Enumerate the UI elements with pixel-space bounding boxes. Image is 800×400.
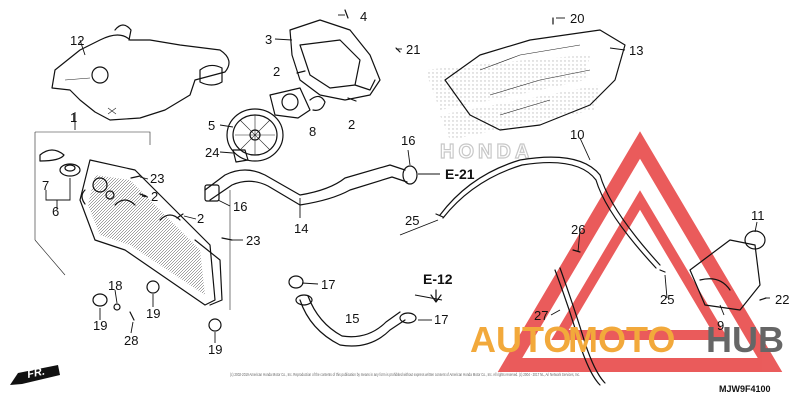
callout-10: 10 (570, 127, 584, 142)
watermark-auto: AUTO (470, 319, 571, 360)
part-9-reserve-tank (689, 239, 761, 311)
callout-25-b: 25 (660, 292, 674, 307)
callout-11: 11 (751, 208, 765, 223)
watermark-logo (497, 131, 783, 372)
callout-7: 7 (42, 178, 49, 193)
part-17-clamp-right (399, 312, 417, 324)
part-3-fan-shroud (289, 19, 381, 101)
callout-19-a: 19 (93, 318, 107, 333)
callout-20: 20 (570, 11, 584, 26)
callout-4: 4 (360, 9, 367, 24)
front-direction-indicator: FR. (10, 365, 60, 385)
grommets-and-bolts (92, 9, 767, 332)
callout-19-c: 19 (208, 342, 222, 357)
ref-e21: E-21 (445, 166, 475, 182)
callout-6: 6 (52, 204, 59, 219)
callout-5: 5 (208, 118, 215, 133)
callout-15: 15 (345, 311, 359, 326)
part-12-cover (51, 24, 230, 121)
part-10-tube (439, 156, 661, 269)
callout-8: 8 (309, 124, 316, 139)
callout-19-b: 19 (146, 306, 160, 321)
ref-e12-arrow (430, 289, 442, 303)
callout-23-a: 23 (150, 171, 164, 186)
callout-1: 1 (70, 110, 77, 125)
watermark-moto: MOTO (568, 319, 675, 360)
callout-13: 13 (629, 43, 643, 58)
callout-27: 27 (534, 308, 548, 323)
callout-2-a: 2 (273, 64, 280, 79)
part-17-clamp-left (288, 275, 304, 289)
callout-17-b: 17 (434, 312, 448, 327)
callout-18: 18 (108, 278, 122, 293)
part-27-tube (554, 267, 606, 386)
callout-24: 24 (205, 145, 219, 160)
part-16-clamp-upper (402, 165, 418, 185)
callout-17-a: 17 (321, 277, 335, 292)
part-8-fan-motor (269, 87, 326, 119)
part-callouts: 1 12 3 4 21 20 13 2 2 8 5 24 16 16 10 7 … (42, 9, 789, 357)
callout-2-b: 2 (348, 117, 355, 132)
callout-26: 26 (571, 222, 585, 237)
watermark-hub: HUB (706, 319, 784, 360)
honda-letters: HONDA (440, 141, 533, 163)
callout-23-b: 23 (246, 233, 260, 248)
part-24-fitting (232, 149, 249, 163)
part-15-hose (295, 294, 406, 347)
copyright-text: (c) 2002-2019 American Honda Motor Co., … (230, 372, 580, 377)
callout-9: 9 (717, 318, 724, 333)
callout-21: 21 (406, 42, 420, 57)
callout-16-b: 16 (233, 199, 247, 214)
leader-lines (45, 14, 770, 343)
callout-14: 14 (294, 221, 308, 236)
part-5-fan (226, 108, 284, 162)
honda-wing-logo: HONDA (425, 55, 600, 164)
callout-16-a: 16 (401, 133, 415, 148)
part-13-tray (444, 29, 626, 131)
callout-3: 3 (265, 32, 272, 47)
callout-2-c: 2 (151, 189, 158, 204)
diagram-code: MJW9F4100 (719, 384, 771, 394)
watermark-text: AUTO MOTO HUB (470, 319, 784, 360)
callout-12: 12 (70, 33, 84, 48)
callout-25-a: 25 (405, 213, 419, 228)
fr-label: FR. (26, 366, 46, 381)
ref-e12: E-12 (423, 271, 453, 287)
callout-22: 22 (775, 292, 789, 307)
reference-labels: E-21 E-12 (423, 166, 475, 303)
radiator-assembly (34, 131, 231, 310)
radiator-cap-parts (39, 149, 81, 177)
callout-2-d: 2 (197, 211, 204, 226)
callout-28: 28 (124, 333, 138, 348)
